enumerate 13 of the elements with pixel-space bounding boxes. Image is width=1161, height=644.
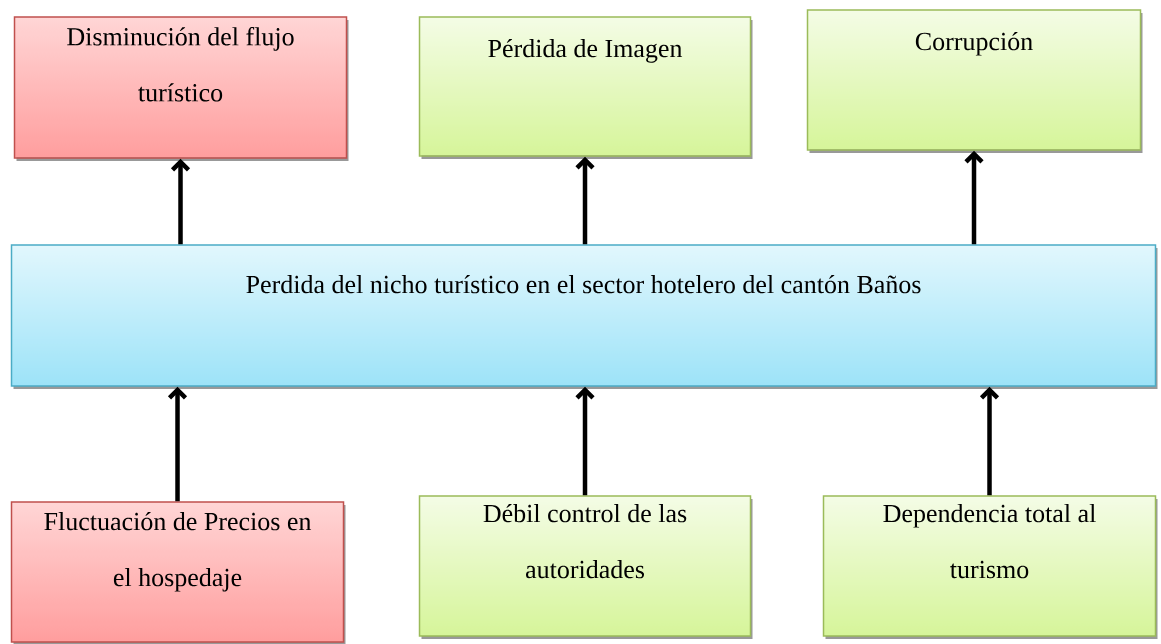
arrow — [575, 386, 595, 496]
effect-box: Pérdida de Imagen — [418, 16, 753, 159]
arrow — [964, 150, 984, 245]
cause-box: Dependencia total al turismo — [822, 495, 1158, 639]
effect-box: Corrupción — [806, 9, 1143, 153]
cause-box: Débil control de las autoridades — [418, 495, 753, 639]
arrow — [979, 386, 1000, 496]
effect-box: Disminución del flujo turístico — [13, 16, 349, 161]
problem-box: Perdida del nicho turístico en el sector hotelero del cantón Baños — [10, 244, 1158, 389]
arrow — [170, 158, 191, 245]
arrow — [575, 156, 595, 245]
cause-box: Fluctuación de Precios en el hospedaje — [10, 501, 346, 644]
arrow — [167, 386, 188, 502]
